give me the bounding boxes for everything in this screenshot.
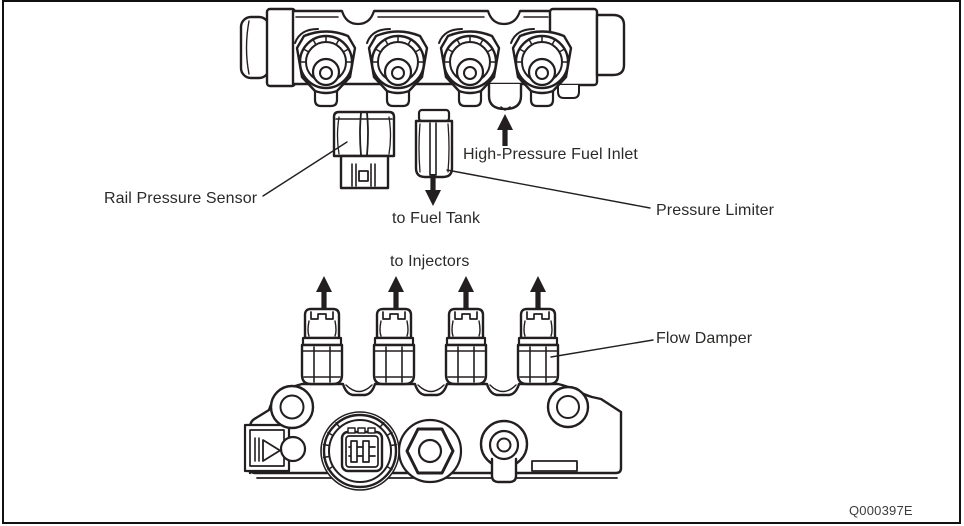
hex-plug — [397, 418, 463, 484]
injector-arrow-3 — [457, 275, 475, 309]
rail-side-view — [239, 7, 651, 209]
left-boss — [269, 384, 315, 430]
to-injectors-label: to Injectors — [390, 253, 470, 270]
flow-damper-label: Flow Damper — [656, 330, 753, 347]
injector-arrow-1 — [315, 275, 333, 309]
pressure-limiter-label: Pressure Limiter — [656, 202, 775, 219]
id-plate — [531, 460, 578, 472]
sensor-connector — [320, 411, 400, 491]
rail-bottom-view — [243, 275, 654, 491]
keyhole-port — [479, 419, 529, 484]
injector-arrow-2 — [387, 275, 405, 309]
to-fuel-tank-arrow — [424, 173, 442, 207]
high-pressure-fuel-inlet-label: High-Pressure Fuel Inlet — [463, 146, 638, 163]
rail-pressure-sensor-part — [332, 110, 396, 190]
rail-pressure-sensor-leader — [262, 141, 348, 197]
figure-reference-code: Q000397E — [849, 503, 913, 518]
mounting-bracket — [243, 423, 307, 473]
rail-pressure-sensor-label: Rail Pressure Sensor — [104, 190, 258, 207]
to-fuel-tank-label: to Fuel Tank — [392, 210, 481, 227]
injector-arrow-4 — [529, 275, 547, 309]
high-pressure-fuel-inlet-port — [487, 82, 523, 111]
pressure-limiter-leader — [446, 169, 651, 209]
inlet-arrow — [496, 113, 514, 147]
right-boss — [546, 385, 590, 429]
flow-damper-leader — [550, 339, 654, 358]
pressure-limiter-part — [414, 108, 454, 179]
